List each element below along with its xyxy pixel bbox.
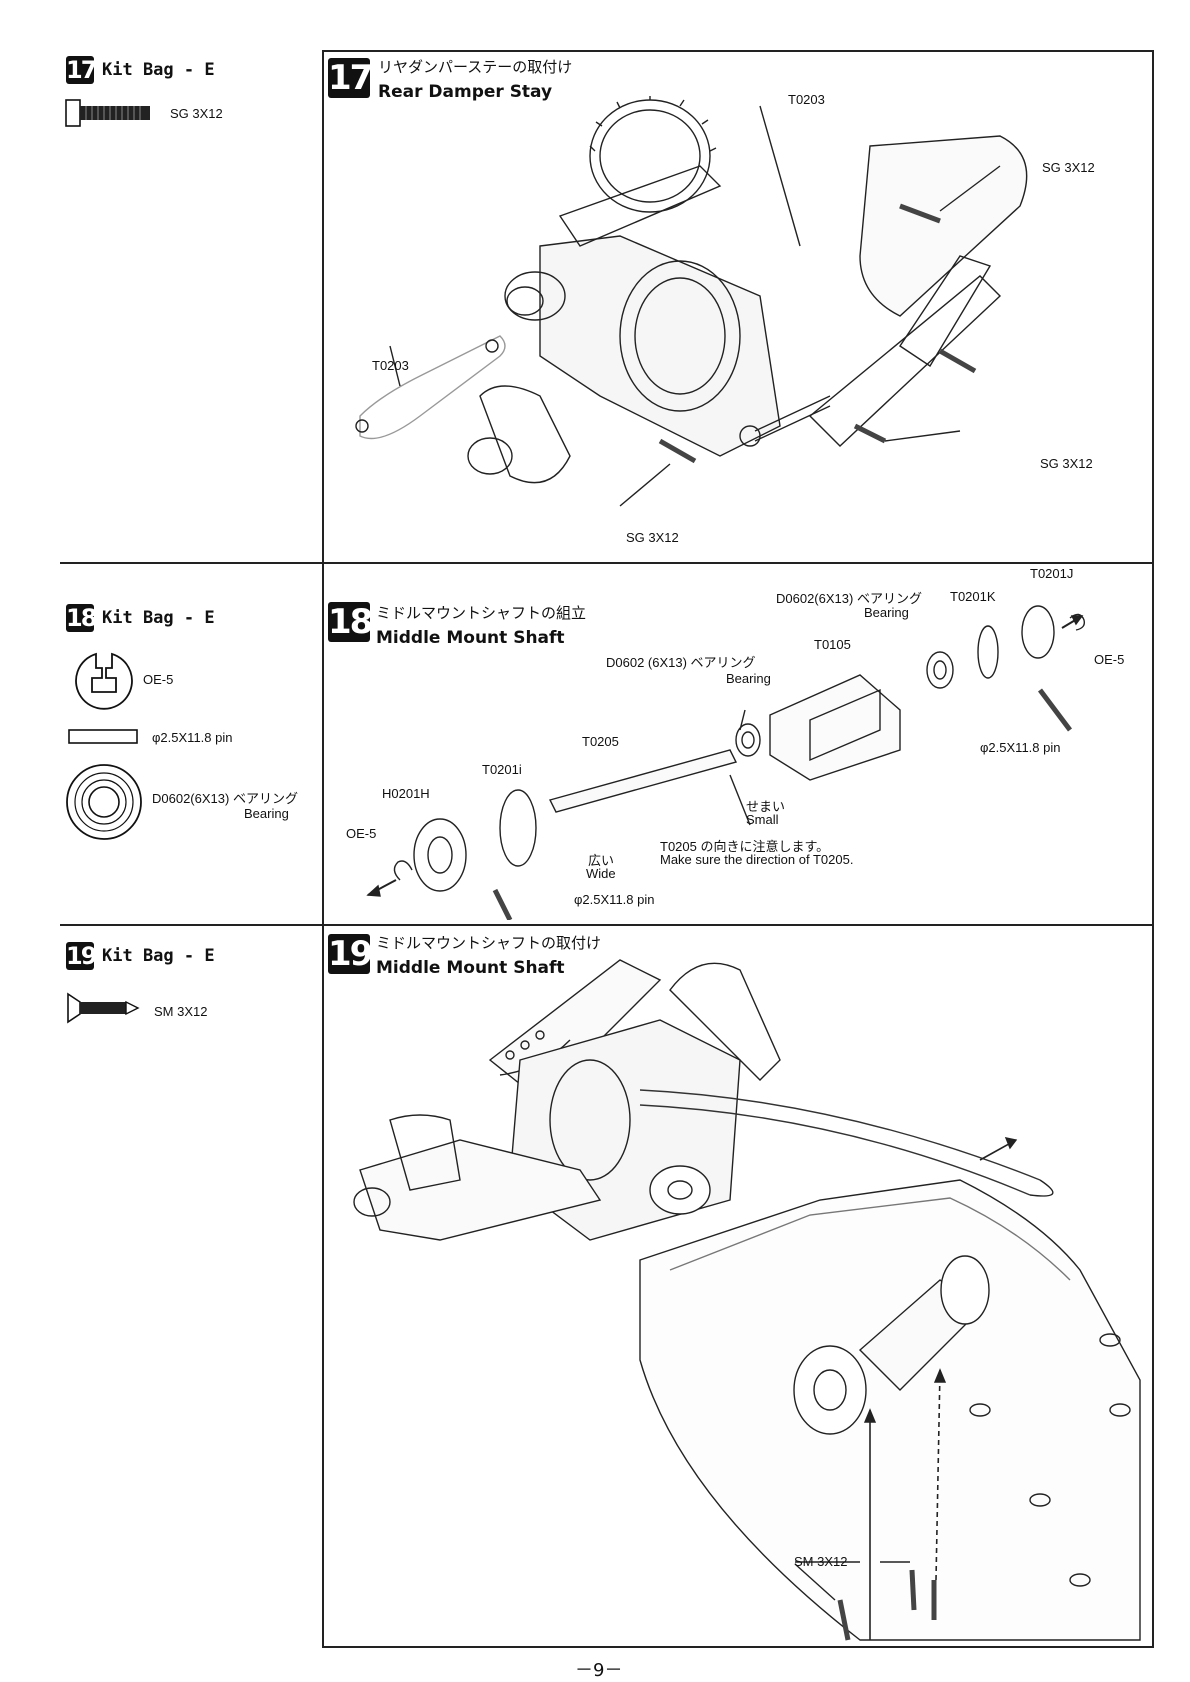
callout-h0201h: H0201H — [382, 786, 430, 801]
callout-d0602-mid: D0602 (6X13) ベアリング — [606, 655, 756, 670]
screw-sm-icon — [67, 992, 140, 1024]
kit-item-label: SG 3X12 — [170, 106, 223, 121]
screw-sg-icon — [65, 99, 150, 127]
step-title-jp: リヤダンパーステーの取付け — [378, 58, 573, 76]
step-title-en: Rear Damper Stay — [378, 82, 553, 102]
pin-icon — [68, 729, 138, 744]
kit-bag-label-17: Kit Bag - E — [102, 60, 215, 80]
callout-wide: Wide — [586, 866, 616, 881]
step-title-en: Middle Mount Shaft — [376, 958, 565, 978]
kit-step-badge-17: 17 — [66, 56, 97, 84]
kit-item-label: D0602(6X13) ベアリング — [152, 791, 298, 806]
section-divider — [322, 924, 1154, 926]
callout-sg3x12-right: SG 3X12 — [1040, 456, 1093, 471]
instruction-panel — [322, 50, 1154, 1648]
kit-step-badge-18: 18 — [66, 604, 97, 632]
callout-t0201j: T0201J — [1030, 566, 1074, 581]
step-title-jp: ミドルマウントシャフトの取付け — [376, 934, 602, 952]
note-en: Make sure the direction of T0205. — [660, 852, 854, 867]
callout-t0205: T0205 — [582, 734, 619, 749]
page-number: －9－ — [575, 1660, 623, 1681]
callout-oe5-right: OE-5 — [1094, 652, 1125, 667]
callout-bearing-mid: Bearing — [726, 671, 771, 686]
callout-pin-right: φ2.5X11.8 pin — [980, 740, 1061, 755]
step-title-en: Middle Mount Shaft — [376, 628, 565, 648]
callout-sm3x12: SM 3X12 — [794, 1554, 848, 1569]
callout-small: Small — [746, 812, 779, 827]
step-badge-18: 18 — [328, 602, 373, 642]
bearing-icon — [66, 764, 142, 840]
callout-bearing-top: Bearing — [864, 605, 909, 620]
callout-t0203-left: T0203 — [372, 358, 409, 373]
section-divider — [322, 562, 1154, 564]
kit-bag-label-18: Kit Bag - E — [102, 608, 215, 628]
callout-d0602-top: D0602(6X13) ベアリング — [776, 591, 922, 606]
callout-t0105: T0105 — [814, 637, 851, 652]
kit-item-label: SM 3X12 — [154, 1004, 208, 1019]
kit-step-badge-19: 19 — [66, 942, 97, 970]
e-clip-icon — [75, 652, 133, 710]
callout-sg3x12-bottom: SG 3X12 — [626, 530, 679, 545]
step-badge-17: 17 — [328, 58, 373, 98]
middle-mount-shaft-installation-diagram — [353, 959, 1141, 1641]
callout-t0201i: T0201i — [482, 762, 522, 777]
callout-oe5-left: OE-5 — [346, 826, 377, 841]
callout-semai: せまい — [746, 799, 786, 814]
step-badge-19: 19 — [328, 934, 373, 974]
middle-mount-shaft-assembly-diagram — [366, 605, 1086, 920]
kit-item-label-2: Bearing — [244, 806, 289, 821]
kit-bag-label-19: Kit Bag - E — [102, 946, 215, 966]
callout-pin-bottom: φ2.5X11.8 pin — [574, 892, 655, 907]
kit-divider — [60, 924, 322, 926]
kit-divider — [60, 562, 322, 564]
kit-item-label: OE-5 — [143, 672, 174, 687]
rear-damper-stay-diagram — [355, 96, 1028, 507]
callout-hiroi: 広い — [588, 853, 615, 868]
callout-sg3x12-top: SG 3X12 — [1042, 160, 1095, 175]
callout-t0203-top: T0203 — [788, 92, 825, 107]
step-title-jp: ミドルマウントシャフトの組立 — [376, 604, 587, 622]
callout-t0201k: T0201K — [950, 589, 996, 604]
kit-item-label: φ2.5X11.8 pin — [152, 730, 233, 745]
note-jp: T0205 の向きに注意します。 — [660, 839, 830, 854]
